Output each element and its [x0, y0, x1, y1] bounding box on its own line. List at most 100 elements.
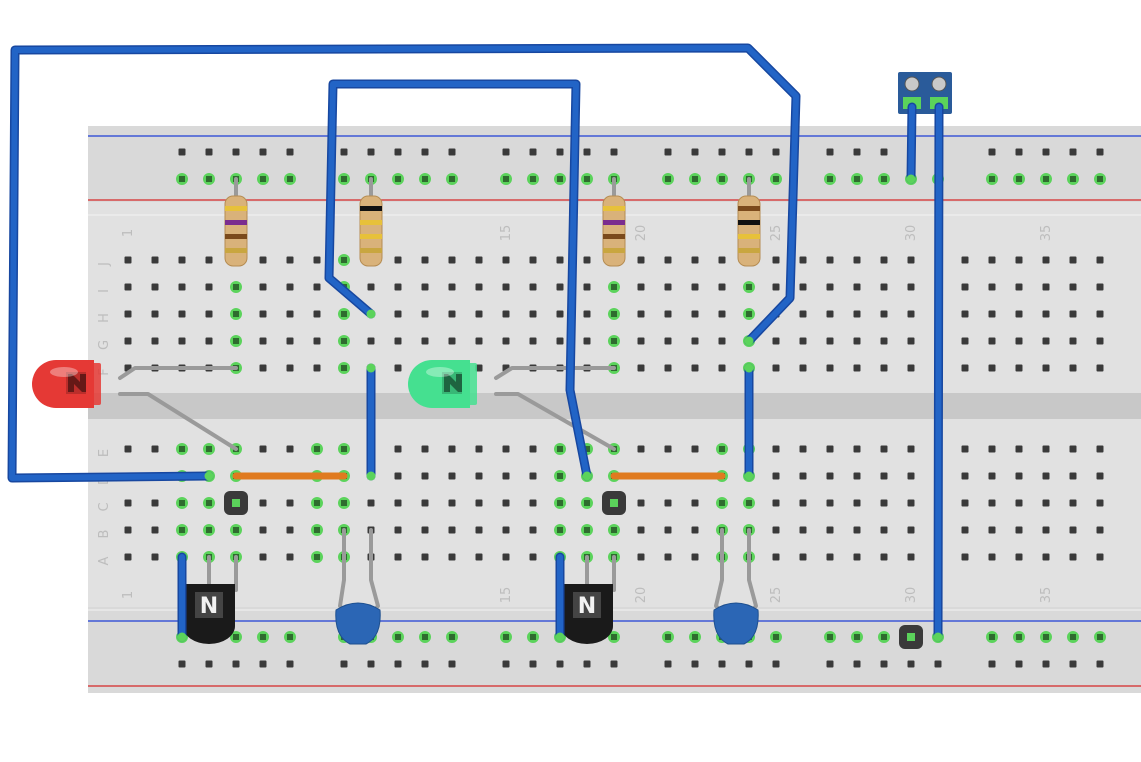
- breadboard-hole: [367, 660, 375, 668]
- capacitor-left: [335, 602, 381, 645]
- breadboard-hole: [421, 283, 429, 291]
- breadboard-hole: [556, 337, 564, 345]
- breadboard-hole: [664, 445, 672, 453]
- breadboard-hole: [529, 310, 537, 318]
- breadboard-hole: [583, 283, 591, 291]
- breadboard-hole: [286, 364, 294, 372]
- breadboard-hole-pin: [1070, 634, 1076, 640]
- breadboard-hole-pin: [989, 634, 995, 640]
- resistor-4: [737, 195, 761, 267]
- breadboard-hole: [610, 148, 618, 156]
- breadboard-hole: [205, 256, 213, 264]
- breadboard-hole: [124, 445, 132, 453]
- breadboard-hole: [1096, 148, 1104, 156]
- breadboard-hole: [880, 526, 888, 534]
- breadboard-hole: [475, 364, 483, 372]
- breadboard-hole-pin: [611, 634, 617, 640]
- breadboard-hole-pin: [314, 554, 320, 560]
- breadboard-hole-pin: [854, 634, 860, 640]
- breadboard-hole: [853, 553, 861, 561]
- breadboard-hole: [1096, 445, 1104, 453]
- breadboard-hole: [313, 283, 321, 291]
- breadboard-hole: [502, 283, 510, 291]
- breadboard-hole-pin: [584, 500, 590, 506]
- breadboard-hole-pin: [854, 176, 860, 182]
- row-letter: G: [97, 340, 112, 350]
- breadboard-hole: [853, 660, 861, 668]
- breadboard-hole: [151, 337, 159, 345]
- breadboard-hole: [826, 256, 834, 264]
- breadboard-hole: [799, 283, 807, 291]
- breadboard-hole-pin: [206, 446, 212, 452]
- breadboard-hole: [988, 660, 996, 668]
- breadboard-hole: [124, 499, 132, 507]
- breadboard-hole: [907, 445, 915, 453]
- breadboard-hole: [799, 445, 807, 453]
- breadboard-hole: [124, 337, 132, 345]
- breadboard-hole: [286, 660, 294, 668]
- breadboard-hole: [637, 256, 645, 264]
- breadboard-hole: [718, 660, 726, 668]
- breadboard-hole: [1015, 310, 1023, 318]
- breadboard-hole: [772, 660, 780, 668]
- column-number: 25: [769, 587, 784, 604]
- breadboard-hole: [502, 553, 510, 561]
- breadboard-hole: [1015, 256, 1023, 264]
- wire-end-dot: [744, 471, 754, 481]
- breadboard-hole: [853, 364, 861, 372]
- wire-terminal-to-rail-top: [908, 104, 915, 182]
- breadboard-hole-pin: [422, 176, 428, 182]
- breadboard-hole: [286, 445, 294, 453]
- breadboard-hole: [259, 148, 267, 156]
- breadboard-hole: [502, 472, 510, 480]
- breadboard-hole: [421, 337, 429, 345]
- breadboard-hole: [907, 337, 915, 345]
- column-number: 30: [904, 587, 919, 604]
- breadboard-hole: [205, 660, 213, 668]
- breadboard-hole-pin: [179, 176, 185, 182]
- breadboard-hole-pin: [1043, 176, 1049, 182]
- breadboard-hole-pin: [827, 176, 833, 182]
- breadboard-hole: [907, 526, 915, 534]
- breadboard-hole-pin: [611, 311, 617, 317]
- breadboard-hole: [448, 499, 456, 507]
- breadboard-hole: [664, 337, 672, 345]
- breadboard-hole: [394, 499, 402, 507]
- breadboard-hole: [421, 526, 429, 534]
- breadboard-hole: [475, 445, 483, 453]
- breadboard-hole: [961, 337, 969, 345]
- breadboard-hole: [745, 660, 753, 668]
- led-anvil: [66, 372, 86, 394]
- breadboard-hole: [880, 310, 888, 318]
- breadboard-hole-pin: [341, 446, 347, 452]
- breadboard-hole-pin: [665, 176, 671, 182]
- column-number: 25: [769, 225, 784, 242]
- breadboard-hole: [799, 256, 807, 264]
- breadboard-hole: [853, 283, 861, 291]
- breadboard-hole: [826, 553, 834, 561]
- row-letter: A: [97, 556, 112, 565]
- breadboard-hole: [1015, 660, 1023, 668]
- breadboard-hole: [529, 148, 537, 156]
- breadboard-hole: [529, 283, 537, 291]
- breadboard-hole-pin: [341, 257, 347, 263]
- led-highlight: [426, 367, 454, 377]
- breadboard-hole: [286, 148, 294, 156]
- breadboard-hole-pin: [746, 284, 752, 290]
- resistor-3: [602, 195, 626, 267]
- breadboard-hole: [745, 148, 753, 156]
- breadboard-hole-pin: [773, 634, 779, 640]
- breadboard-hole: [961, 526, 969, 534]
- breadboard-hole: [1015, 526, 1023, 534]
- breadboard-hole: [1096, 526, 1104, 534]
- marker-pin-3: [899, 625, 923, 649]
- breadboard-hole: [178, 660, 186, 668]
- breadboard-hole: [691, 660, 699, 668]
- capacitor-body: [713, 602, 759, 645]
- breadboard-hole: [367, 499, 375, 507]
- breadboard-hole: [124, 310, 132, 318]
- breadboard-hole: [178, 337, 186, 345]
- breadboard-hole: [988, 445, 996, 453]
- resistor-band: [603, 220, 625, 225]
